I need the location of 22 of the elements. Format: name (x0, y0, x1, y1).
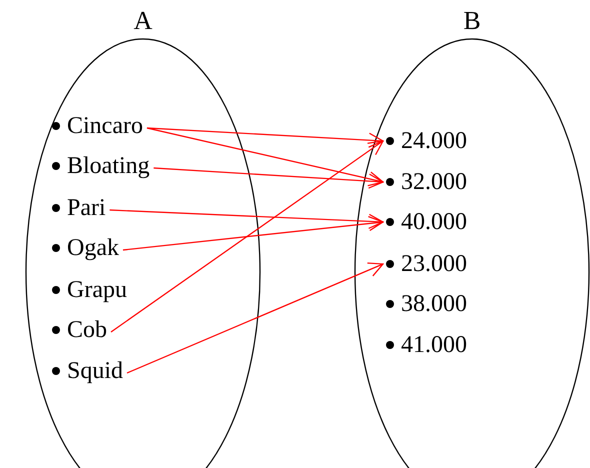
arrow (146, 127, 384, 148)
item-label: Cob (67, 317, 108, 343)
item-label: Ogak (67, 235, 119, 261)
item-label: 24.000 (401, 128, 467, 154)
arrow (126, 262, 384, 374)
arrow (110, 209, 384, 229)
set-label: A (132, 6, 154, 36)
arrow (110, 140, 384, 332)
item-label: 23.000 (401, 251, 467, 277)
item-label: Bloating (67, 153, 150, 179)
item-label: 40.000 (401, 209, 467, 235)
item-label: 32.000 (401, 169, 467, 195)
item-label: 41.000 (401, 332, 467, 358)
item-label: Grapu (67, 277, 127, 303)
item-label: Cincaro (67, 113, 143, 139)
arrow (154, 167, 384, 189)
arrow (122, 216, 384, 251)
item-label: Pari (67, 195, 106, 221)
item-label: 38.000 (401, 291, 467, 317)
arrow (146, 127, 384, 186)
set-label: B (462, 6, 482, 36)
item-label: Squid (67, 358, 124, 384)
